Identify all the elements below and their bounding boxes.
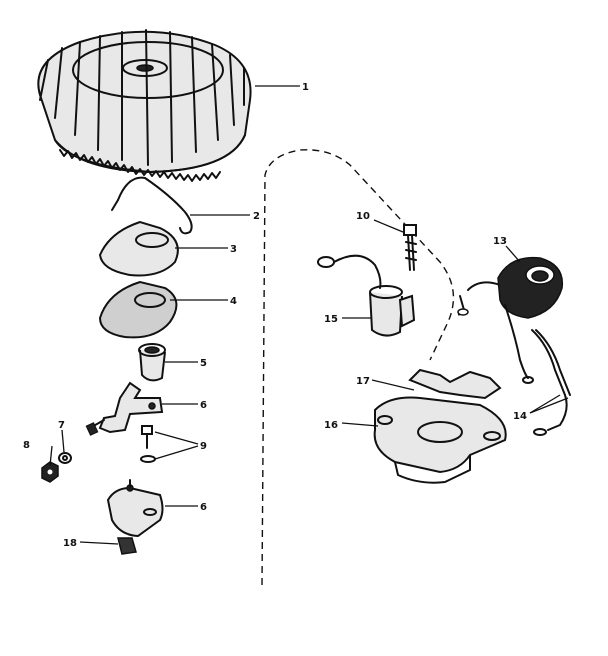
breaker-cover-part (98, 220, 179, 277)
washer-part (58, 452, 72, 464)
ignition-coil-part (457, 256, 564, 379)
leader-lines (49, 85, 569, 545)
flywheel-part (37, 29, 252, 182)
callout-17: 17 (356, 376, 370, 387)
callout-5: 5 (200, 358, 207, 369)
callout-7: 7 (58, 420, 65, 431)
screw-washer-part (140, 425, 156, 463)
spring-clip-part (111, 176, 193, 235)
ground-wire-part (522, 329, 571, 436)
small-block-part (117, 537, 137, 555)
callout-1: 1 (302, 82, 309, 93)
terminal-screw-part (85, 419, 105, 436)
callout-4: 4 (230, 296, 237, 307)
callout-3: 3 (230, 244, 237, 255)
callout-13: 13 (493, 236, 507, 247)
callout-15: 15 (324, 314, 338, 325)
mounting-bracket-part (373, 368, 507, 484)
callout-6-lower: 6 (200, 502, 207, 513)
callout-2: 2 (253, 211, 260, 222)
callout-18: 18 (63, 538, 77, 549)
breaker-arm-part (98, 381, 164, 434)
breaker-plate-part (106, 479, 164, 538)
callout-10: 10 (356, 211, 370, 222)
gasket-part (98, 280, 178, 339)
callout-14: 14 (513, 411, 527, 422)
bushing-part (138, 343, 166, 382)
callout-6-upper: 6 (200, 400, 207, 411)
callout-8: 8 (23, 440, 30, 451)
callout-16: 16 (324, 420, 338, 431)
condenser-screw-part (403, 224, 417, 271)
callout-9: 9 (200, 441, 207, 452)
condenser-part (317, 254, 416, 337)
